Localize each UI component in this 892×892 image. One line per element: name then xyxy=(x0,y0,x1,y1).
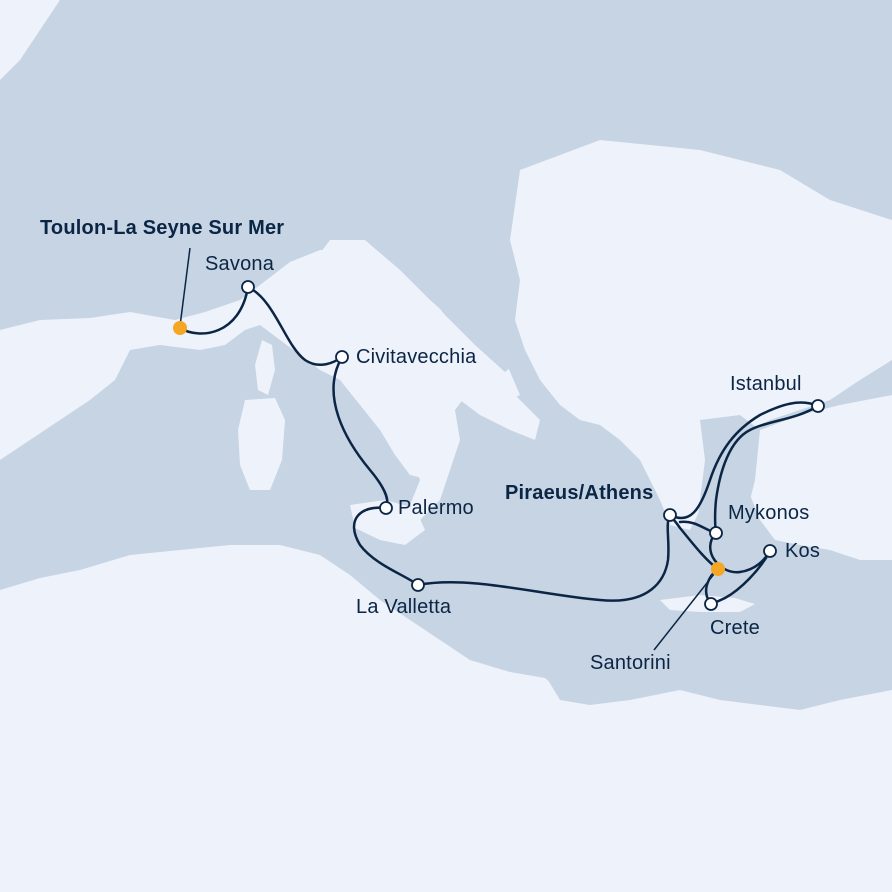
land-anatolia xyxy=(745,395,892,560)
route-toulon-savona xyxy=(178,285,250,335)
marker-istanbul xyxy=(811,399,825,413)
land-northwest xyxy=(0,0,60,80)
leader-santorini xyxy=(653,568,719,651)
gulf-sidra xyxy=(470,640,560,690)
label-istanbul: Istanbul xyxy=(730,373,802,395)
land-sardinia xyxy=(238,398,285,490)
leader-lines xyxy=(179,247,719,651)
label-santorini: Santorini xyxy=(590,652,671,674)
marker-palermo xyxy=(379,501,393,515)
label-crete: Crete xyxy=(710,617,760,639)
label-civitavecchia: Civitavecchia xyxy=(356,346,477,368)
route-civitavecchia-palermo xyxy=(332,355,389,510)
label-lavalletta: La Valletta xyxy=(356,596,452,618)
label-kos: Kos xyxy=(785,540,821,562)
label-savona: Savona xyxy=(205,253,275,275)
marker-civitavecchia xyxy=(335,350,349,364)
label-mykonos: Mykonos xyxy=(728,502,810,524)
label-toulon: Toulon-La Seyne Sur Mer xyxy=(40,217,285,239)
aegean-sea xyxy=(695,415,760,555)
marker-savona xyxy=(241,280,255,294)
route-istanbul-mykonos xyxy=(713,404,820,535)
tyrrhenian-sea xyxy=(290,365,395,500)
land-corsica xyxy=(255,340,275,395)
marker-mykonos xyxy=(709,526,723,540)
marker-santorini xyxy=(711,562,725,576)
route-savona-civitavecchia xyxy=(246,285,344,367)
label-palermo: Palermo xyxy=(398,497,474,519)
route-piraeus-istanbul xyxy=(668,401,820,520)
label-piraeus: Piraeus/Athens xyxy=(505,482,654,504)
gulfs xyxy=(290,255,760,690)
marker-toulon xyxy=(173,321,187,335)
marker-piraeus xyxy=(663,508,677,522)
turnaround-markers xyxy=(173,321,725,576)
land-sicily xyxy=(350,500,425,545)
land-italy xyxy=(290,240,520,520)
marker-kos xyxy=(763,544,777,558)
route-palermo-lavalletta xyxy=(352,506,420,587)
marker-crete xyxy=(704,597,718,611)
marker-lavalletta xyxy=(411,578,425,592)
land-north-africa xyxy=(0,545,892,892)
leader-toulon xyxy=(179,247,191,327)
adriatic-sea xyxy=(410,255,520,372)
port-markers xyxy=(241,280,825,611)
land-balkans xyxy=(510,140,892,530)
route-lavalletta-piraeus xyxy=(416,513,672,602)
